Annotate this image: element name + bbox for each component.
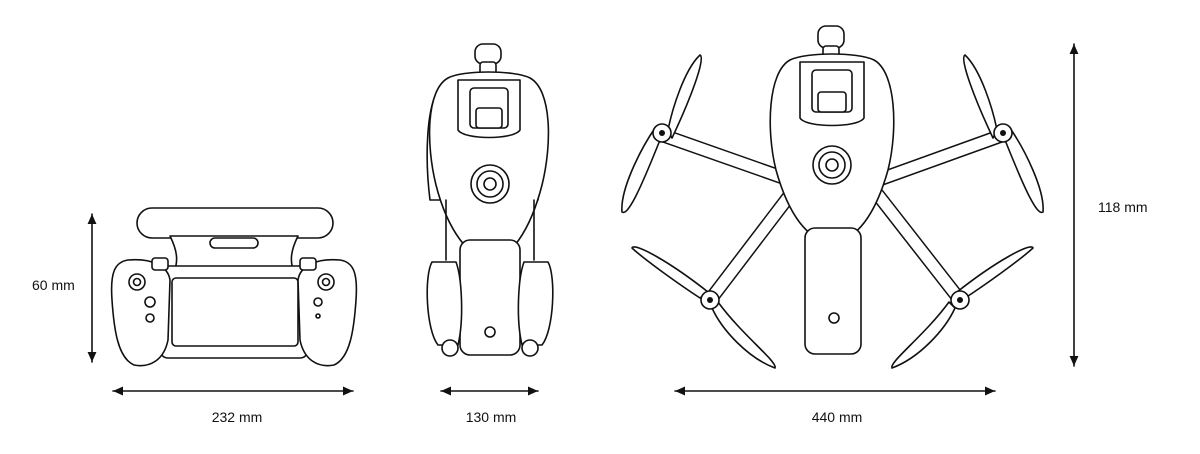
unfolded-width-label: 440 mm [812,409,863,425]
unfolded-length-label: 118 mm [1098,199,1148,215]
folded-drone-drawing [426,43,554,357]
dimension-lines [87,43,1079,396]
controller-drawing [110,207,358,367]
folded-width-label: 130 mm [466,409,517,425]
controller-height-label: 60 mm [32,277,75,293]
controller-width-label: 232 mm [212,409,263,425]
unfolded-drone-drawing [621,25,1044,369]
